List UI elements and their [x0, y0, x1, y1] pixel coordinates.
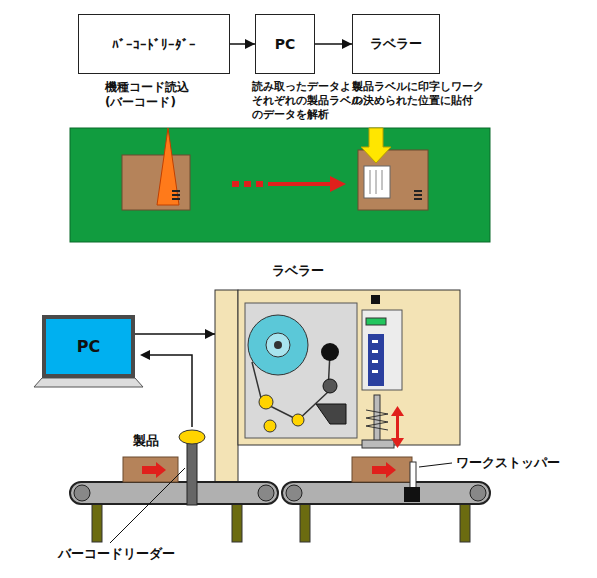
labeler-inner-panel: [245, 303, 357, 438]
flow-connector: [230, 43, 255, 45]
product-box: [358, 150, 428, 210]
node-text: ラベラー: [370, 35, 422, 53]
product-box: [123, 457, 178, 482]
guide-roller: [259, 395, 273, 409]
barcode-mark: [172, 190, 180, 200]
flow-connector: [135, 333, 215, 335]
process-box: ﾊﾞｰｺｰﾄﾞﾘｰﾀﾞｰ: [78, 14, 230, 74]
conveyor-roller: [258, 485, 274, 501]
display: [366, 318, 386, 325]
stopper-base: [404, 487, 420, 502]
laptop-base: [34, 378, 143, 387]
conveyor-belt: [70, 482, 278, 504]
node-text: PC: [275, 36, 296, 52]
applicator-spring: [366, 410, 388, 430]
label-path: [252, 352, 330, 420]
labeler-machine: ラベラー: [215, 262, 460, 492]
labeler-pillar: [215, 290, 238, 490]
part-label: バーコードリーダー: [58, 546, 198, 562]
roller: [321, 343, 339, 361]
node-text: ラベラー: [272, 262, 324, 280]
node-text: ﾊﾞｰｺｰﾄﾞﾘｰﾀﾞｰ: [112, 37, 196, 52]
applicator-rod: [374, 395, 380, 441]
flow-arrow: [142, 462, 166, 478]
label-roll: [248, 315, 308, 375]
leader-line: [419, 463, 452, 467]
scan-beam: [157, 128, 179, 205]
signal-line: [150, 355, 192, 427]
control-panel: [362, 310, 402, 390]
product-label: [364, 166, 390, 198]
conveyor-belt: [282, 482, 490, 504]
arrowhead: [140, 350, 150, 360]
button-column: [368, 334, 384, 386]
conveyor-leg: [92, 504, 102, 542]
product-box: [352, 457, 412, 482]
reader-head: [179, 430, 205, 444]
stopper-bar: [410, 462, 416, 488]
stroke-arrow: [391, 406, 404, 448]
process-box: ラベラー: [352, 14, 440, 74]
product-box: [122, 155, 190, 210]
guide-roller: [292, 414, 304, 426]
pc-screen: PC: [42, 315, 135, 378]
node-text: PC: [77, 337, 100, 356]
conveyor-roller: [74, 485, 90, 501]
conveyor-roller: [470, 485, 486, 501]
leader-line: [110, 468, 185, 543]
label-print: [370, 170, 382, 194]
part-label: 製品: [133, 433, 173, 449]
step-note: 製品ラベルに印字しワーク の決められた位置に貼付: [352, 80, 496, 108]
flow-arrow: [232, 176, 346, 192]
roller: [323, 379, 337, 393]
applicator-pad: [362, 440, 394, 448]
barcode-mark: [414, 190, 422, 200]
indicator: [371, 295, 380, 304]
step-note: 機種コード読込 (バーコード): [105, 80, 209, 110]
conveyor-leg: [300, 504, 310, 542]
conveyor-leg: [460, 504, 470, 542]
labeler-housing: [238, 290, 460, 445]
part-label: ワークストッパー: [456, 455, 586, 471]
conveyor-roller: [286, 485, 302, 501]
reader-pole: [187, 438, 197, 505]
peel-plate: [316, 404, 346, 424]
roll-shaft: [274, 341, 282, 349]
roll-core: [266, 333, 290, 357]
flow-connector: [315, 43, 352, 45]
guide-roller: [264, 420, 276, 432]
conveyor-panel: [70, 128, 490, 242]
apply-arrow: [361, 128, 391, 163]
buttons: [372, 340, 378, 373]
flow-arrow: [372, 462, 396, 478]
conveyor-leg: [232, 504, 242, 542]
process-box: PC: [255, 14, 315, 74]
